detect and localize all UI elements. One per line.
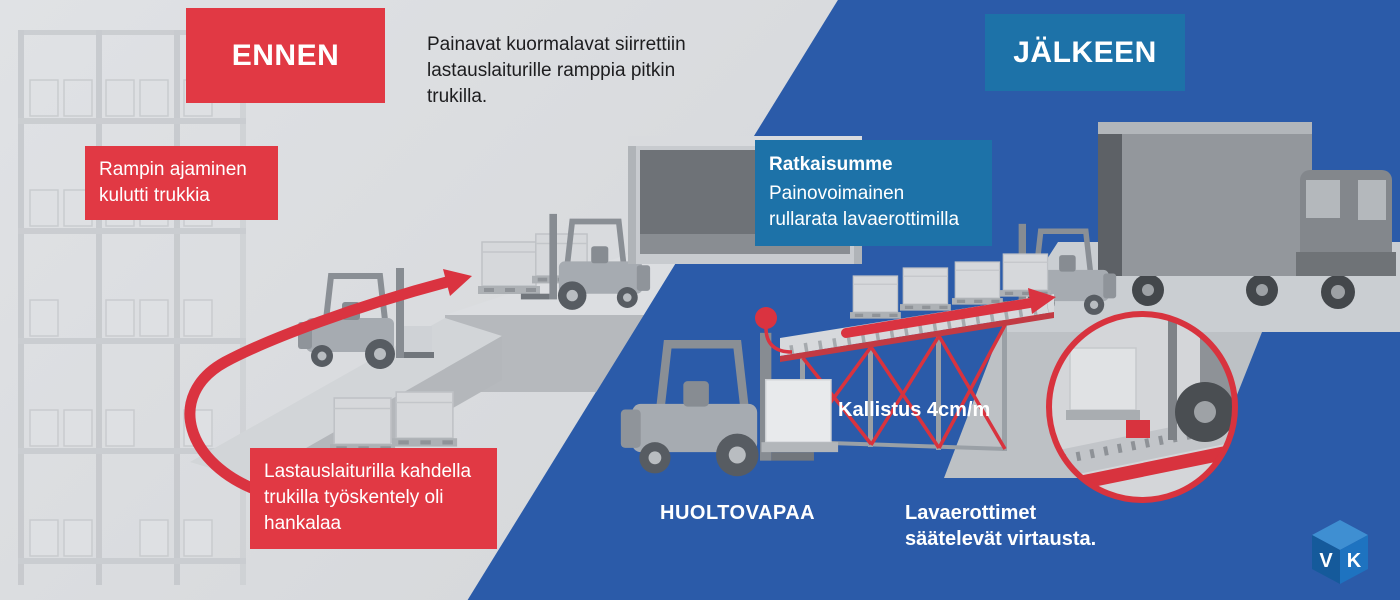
truck-illustration bbox=[1098, 122, 1396, 309]
before-callout-ramp: Rampin ajaminen kulutti trukkia bbox=[85, 146, 278, 221]
warehouse-rack-illustration bbox=[18, 30, 246, 585]
logo-letter-v: V bbox=[1319, 550, 1333, 572]
forklift-loading-illustration bbox=[621, 333, 839, 476]
separator-note: Lavaerottimet säätelevät virtausta. bbox=[905, 502, 1097, 551]
solution-callout: Ratkaisumme Painovoimainen rullarata lav… bbox=[755, 140, 992, 246]
maintenance-note: HUOLTOVAPAA bbox=[660, 502, 816, 524]
solution-text: Painovoimainen rullarata lavaerottimilla bbox=[769, 183, 960, 231]
ramp-route-arrow bbox=[184, 269, 472, 498]
before-intro-text: Painavat kuormalavat siirrettiin lastaus… bbox=[427, 34, 686, 108]
detail-zoom-circle bbox=[1046, 311, 1238, 503]
forklift-ramp-illustration bbox=[298, 268, 434, 369]
before-header: ENNEN bbox=[186, 8, 385, 103]
before-callout-dock: Lastauslaiturilla kahdella trukilla työs… bbox=[250, 448, 497, 549]
after-header: JÄLKEEN bbox=[985, 14, 1185, 91]
vk-logo: V K bbox=[1312, 520, 1368, 584]
logo-letter-k: K bbox=[1347, 550, 1362, 572]
conveyor-flow-arrow bbox=[841, 288, 1056, 338]
tilt-note: Kallistus 4cm/m bbox=[838, 399, 991, 421]
solution-heading: Ratkaisumme bbox=[769, 154, 893, 175]
conveyor-start-marker bbox=[755, 307, 793, 354]
